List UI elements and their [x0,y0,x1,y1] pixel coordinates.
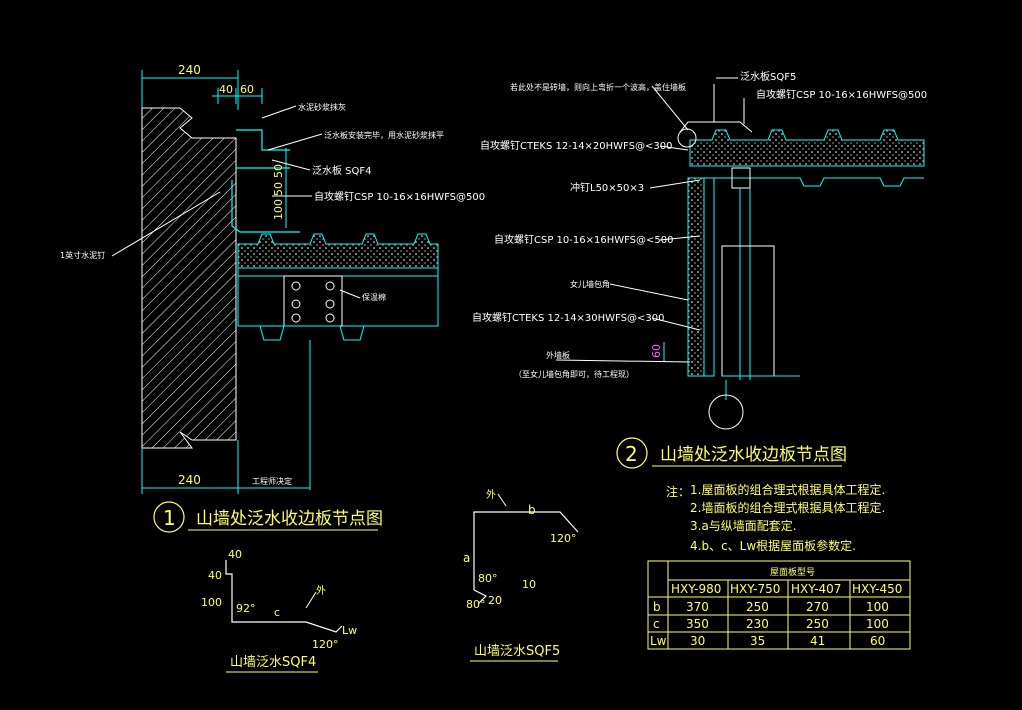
row-c-v4: 100 [866,617,889,631]
detail2-num: 2 [625,442,638,466]
detail-2: 60 若此处不是砖墙，则向上弯折一个波高，盖住墙板 泛水板SQF5 自攻螺钉CS… [472,70,927,469]
row-c-v2: 230 [746,617,769,631]
row-c-v3: 250 [806,617,829,631]
sqf5-profile: 外 b 120° a 80° 10 80° 20 山墙泛水SQF5 [463,489,579,662]
label-sqf4: 泛水板 SQF4 [312,164,372,177]
label-cteks2: 自攻螺钉CTEKS 12-14×30HWFS@<300 [472,311,664,324]
col-hxy450: HXY-450 [852,582,902,596]
notes-head: 注： [666,484,690,499]
row-b-v2: 250 [746,600,769,614]
row-b-label: b [653,600,661,614]
label-nail: 1英寸水泥钉 [60,250,105,260]
dim-60-detail2: 60 [650,344,663,358]
dim-60: 60 [240,83,254,96]
sqf4-d40a: 40 [228,548,242,561]
sqf4-c: c [274,606,280,619]
row-lw-v4: 60 [870,634,885,648]
sqf5-a: a [463,551,470,565]
row-b-v3: 270 [806,600,829,614]
detail-1: 240 40 60 50 50 100 240 工程师 [60,63,485,533]
sqf4-outer: 外 [316,585,326,597]
row-b-v1: 370 [686,600,709,614]
note-1: 1.屋面板的组合理式根据具体工程定. [690,482,885,497]
note-top: 若此处不是砖墙，则向上弯折一个波高，盖住墙板 [510,82,686,92]
sqf5-outer: 外 [486,489,496,501]
dim-100: 100 [272,199,285,220]
label-outer2: （至女儿墙包角即可，待工程现） [514,369,634,379]
sqf4-title: 山墙泛水SQF4 [230,655,316,670]
label-csp-1: 自攻螺钉CSP 10-16×16HWFS@500 [314,190,485,203]
label-cteks1: 自攻螺钉CTEKS 12-14×20HWFS@<300 [480,139,672,152]
note-4: 4.b、c、Lw根据屋面板参数定. [690,538,856,553]
sqf4-d100: 100 [201,596,222,609]
wall-hatch [141,107,237,449]
sqf5-title: 山墙泛水SQF5 [474,644,560,659]
label-csp-side: 自攻螺钉CSP 10-16×16HWFS@<500 [494,233,674,246]
sqf4-a92: 92° [236,602,256,615]
dim-50a: 50 [272,164,285,178]
label-outer: 外墙板 [546,350,570,360]
label-angle: 冲钉L50×50×3 [570,181,644,194]
note-flash: 泛水板安装完毕，用水泥砂浆抹平 [324,130,444,140]
row-lw-v3: 41 [810,634,825,648]
row-lw-label: Lw [650,634,667,648]
detail1-num: 1 [163,506,176,530]
dim-240-bottom: 240 [178,473,201,487]
dim-240-top: 240 [178,63,201,77]
note-2: 2.墙面板的组合理式根据具体工程定. [690,500,885,515]
sqf5-a80b: 80° [466,598,486,611]
sqf5-a80a: 80° [478,572,498,585]
sqf4-lw: Lw [342,624,357,637]
detail1-title: 山墙处泛水收边板节点图 [196,509,383,529]
label-sqf5: 泛水板SQF5 [740,70,796,83]
row-c-v1: 350 [686,617,709,631]
sqf5-d20: 20 [488,594,502,607]
sqf5-b: b [528,503,536,517]
sqf5-d10: 10 [522,578,536,591]
note-3: 3.a与纵墙面配套定. [690,518,797,533]
sqf4-profile: 40 40 100 92° c 外 Lw 120° 山墙泛水SQF4 [201,548,357,673]
col-hxy980: HXY-980 [671,582,721,596]
sqf4-a120: 120° [312,638,339,651]
dim-40: 40 [219,83,233,96]
detail2-title: 山墙处泛水收边板节点图 [660,445,847,465]
label-parapet: 女儿墙包角 [570,279,610,289]
label-csp-top: 自攻螺钉CSP 10-16×16HWFS@500 [756,88,927,101]
panel-table: 屋面板型号 HXY-980 HXY-750 HXY-407 HXY-450 b … [647,560,911,650]
row-lw-v1: 30 [690,634,705,648]
col-hxy750: HXY-750 [730,582,780,596]
label-engineer: 工程师决定 [252,476,292,486]
dim-50b: 50 [272,182,285,196]
col-hxy407: HXY-407 [791,582,841,596]
notes: 注： 1.屋面板的组合理式根据具体工程定. 2.墙面板的组合理式根据具体工程定.… [666,482,885,553]
label-insul: 保温棉 [362,292,386,302]
sqf4-d40b: 40 [208,569,222,582]
row-lw-v2: 35 [750,634,765,648]
note-cement: 水泥砂浆抹灰 [298,102,346,112]
sqf5-a120: 120° [550,532,577,545]
row-b-v4: 100 [866,600,889,614]
table-header: 屋面板型号 [770,566,815,578]
row-c-label: c [653,617,660,631]
